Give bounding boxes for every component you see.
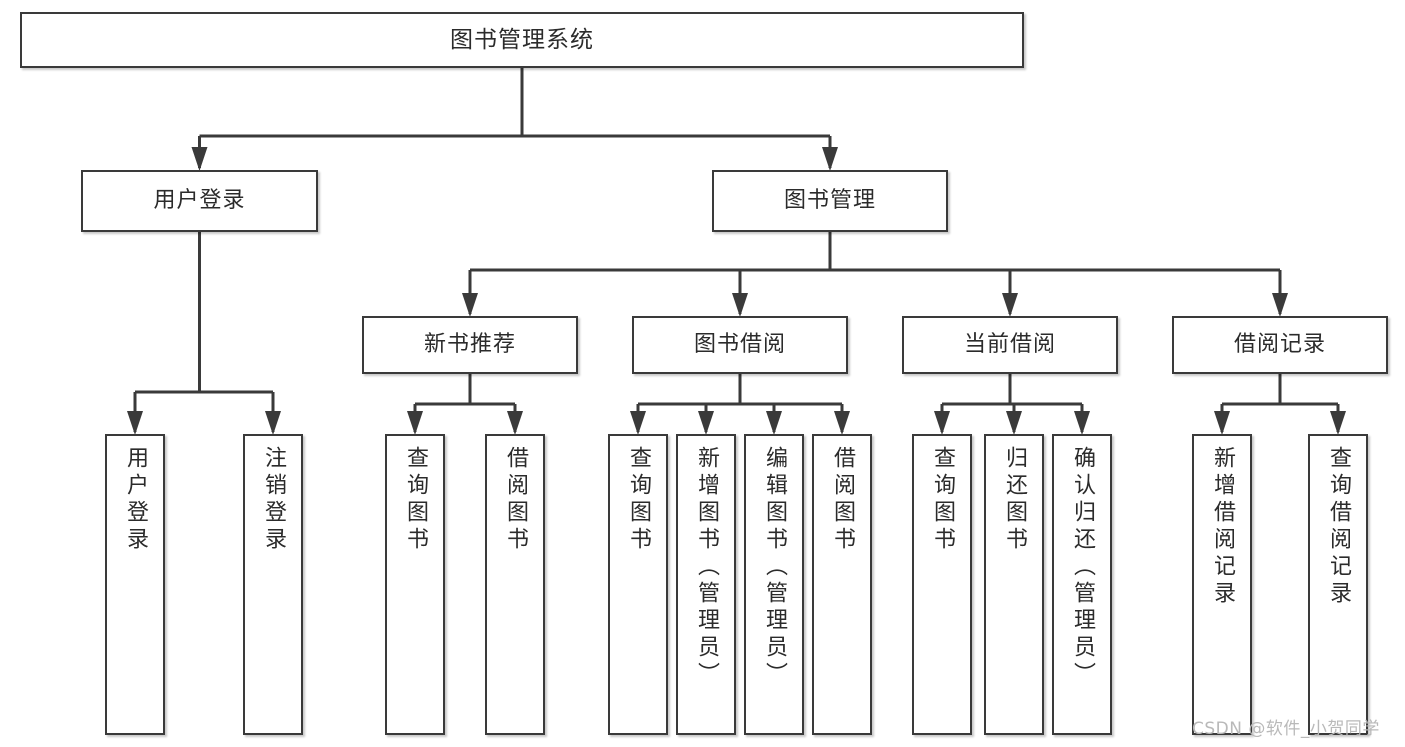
branch-node[interactable]: 借阅记录 [1172,316,1388,374]
arrow-head-icon [462,293,478,317]
arrow-head-icon [698,411,714,435]
root-node[interactable]: 图书管理系统 [20,12,1024,68]
arrow-head-icon [1074,411,1090,435]
leaf-node[interactable]: 归还图书 [984,434,1044,735]
leaf-node[interactable]: 注销登录 [243,434,303,735]
arrow-head-icon [191,147,208,171]
leaf-node[interactable]: 查询图书 [912,434,972,735]
arrow-head-icon [834,411,850,435]
arrow-head-icon [732,293,748,317]
watermark-label: CSDN @软件_小贺同学 [1192,719,1380,739]
node-label: 图书管理系统 [450,26,594,53]
leaf-node[interactable]: 确认归还（管理员） [1052,434,1112,735]
node-label: 查询图书 [403,446,428,554]
node-label: 当前借阅 [963,332,1056,358]
arrow-head-icon [1002,293,1018,317]
node-label: 借阅图书 [503,446,528,554]
arrow-head-icon [934,411,950,435]
node-label: 用户登录 [123,446,148,554]
branch-node[interactable]: 新书推荐 [362,316,578,374]
arrow-head-icon [1006,411,1022,435]
arrow-head-icon [1272,293,1288,317]
node-label: 查询图书 [626,446,651,554]
node-label: 归还图书 [1002,446,1027,554]
leaf-node[interactable]: 编辑图书（管理员） [744,434,804,735]
leaf-node[interactable]: 新增图书（管理员） [676,434,736,735]
node-label: 图书管理 [783,188,876,214]
arrow-head-icon [127,411,143,435]
leaf-node[interactable]: 查询图书 [385,434,445,735]
node-label: 编辑图书（管理员） [762,446,787,689]
node-label: 新增借阅记录 [1210,446,1235,608]
node-label: 图书借阅 [693,332,786,358]
arrow-head-icon [265,411,281,435]
leaf-node[interactable]: 查询图书 [608,434,668,735]
branch-node[interactable]: 图书借阅 [632,316,848,374]
branch-node[interactable]: 用户登录 [81,170,318,232]
arrow-head-icon [822,147,838,171]
arrow-head-icon [1330,411,1346,435]
leaf-node[interactable]: 查询借阅记录 [1308,434,1368,735]
node-label: 查询借阅记录 [1326,446,1351,608]
branch-node[interactable]: 当前借阅 [902,316,1118,374]
leaf-node[interactable]: 借阅图书 [812,434,872,735]
node-label: 借阅图书 [830,446,855,554]
leaf-node[interactable]: 用户登录 [105,434,165,735]
leaf-node[interactable]: 新增借阅记录 [1192,434,1252,735]
arrow-head-icon [630,411,646,435]
node-label: 新增图书（管理员） [694,446,719,689]
node-label: 查询图书 [930,446,955,554]
branch-node[interactable]: 图书管理 [712,170,948,232]
node-label: 新书推荐 [423,332,516,358]
node-label: 确认归还（管理员） [1070,446,1095,689]
arrow-head-icon [766,411,782,435]
arrow-head-icon [507,411,523,435]
arrow-head-icon [407,411,423,435]
node-label: 注销登录 [261,446,286,554]
leaf-node[interactable]: 借阅图书 [485,434,545,735]
node-label: 借阅记录 [1233,332,1326,358]
node-label: 用户登录 [153,188,246,214]
arrow-head-icon [1214,411,1230,435]
